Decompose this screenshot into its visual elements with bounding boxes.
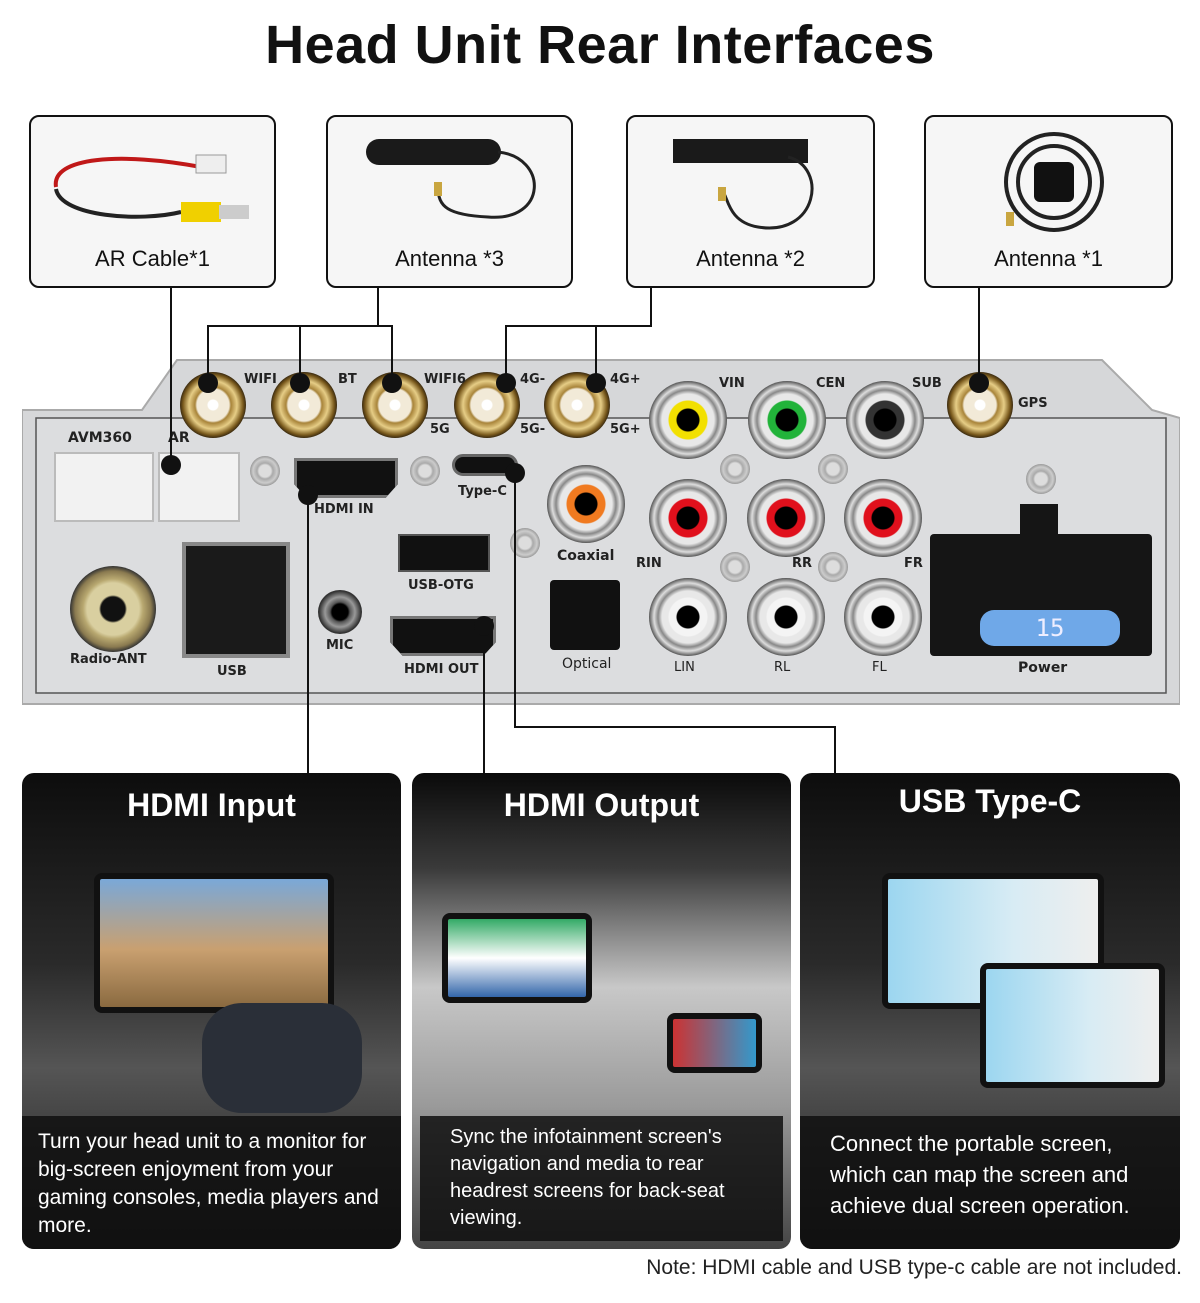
fr-label: FR — [904, 556, 923, 571]
usb-label: USB — [217, 664, 247, 679]
accessory-antenna-3: Antenna *3 — [326, 115, 573, 288]
gps-label: GPS — [1018, 396, 1048, 411]
accessory-antenna-1: Antenna *1 — [924, 115, 1173, 288]
rin-label: RIN — [636, 556, 662, 571]
4g-plus-port — [544, 372, 610, 438]
rl-port — [747, 578, 825, 656]
wifi6-label: WIFI6 — [424, 372, 466, 387]
screw-icon — [720, 454, 750, 484]
mic-port — [318, 590, 362, 634]
radio-antenna-port — [70, 566, 156, 652]
4g-plus-label: 4G+ — [610, 372, 641, 387]
card-hdmi-input: HDMI Input Turn your head unit to a moni… — [22, 773, 401, 1249]
type-c-label: Type-C — [458, 484, 507, 499]
gps-antenna-image — [1004, 132, 1104, 232]
hdmi-out-port — [390, 616, 496, 656]
page-title: Head Unit Rear Interfaces — [265, 15, 935, 75]
fr-port — [844, 479, 922, 557]
power-connector: 15 — [930, 504, 1152, 656]
wifi-label: WIFI — [244, 372, 277, 387]
mic-label: MIC — [326, 638, 354, 653]
usb-otg-port — [398, 534, 490, 572]
accessory-label: Antenna *3 — [395, 246, 504, 271]
avm360-label: AVM360 — [68, 430, 132, 446]
5g-minus-label: 5G- — [520, 422, 546, 437]
card-hdmi-output: HDMI Output Sync the infotainment screen… — [412, 773, 791, 1249]
accessory-label: Antenna *2 — [696, 246, 805, 271]
hdmi-in-label: HDMI IN — [314, 502, 374, 517]
lin-port — [649, 578, 727, 656]
card-description: Sync the infotainment screen's navigatio… — [420, 1116, 783, 1241]
rin-port — [649, 479, 727, 557]
rear-panel: WIFI BT WIFI6 4G- 4G+ GPS 5G 5G- 5G+ AVM… — [22, 358, 1180, 706]
ar-label: AR — [168, 430, 190, 446]
screw-icon — [720, 552, 750, 582]
card-title: USB Type-C — [898, 783, 1082, 819]
screw-icon — [510, 528, 540, 558]
optical-label: Optical — [562, 656, 612, 672]
screen-image — [94, 873, 334, 1013]
optical-port — [550, 580, 620, 650]
fl-label: FL — [872, 660, 887, 675]
gamepad-image — [202, 1003, 362, 1113]
fuse: 15 — [980, 610, 1120, 646]
head-unit-screen-image — [667, 1013, 762, 1073]
screw-icon — [818, 454, 848, 484]
footnote: Note: HDMI cable and USB type-c cable ar… — [646, 1256, 1182, 1279]
rl-label: RL — [774, 660, 791, 675]
antenna-image — [673, 139, 814, 230]
vin-port — [649, 381, 727, 459]
card-title: HDMI Input — [127, 787, 296, 823]
hdmi-out-label: HDMI OUT — [404, 662, 479, 677]
ar-connector — [158, 452, 240, 522]
sub-port — [846, 381, 924, 459]
screw-icon — [410, 456, 440, 486]
coaxial-port — [547, 465, 625, 543]
vin-label: VIN — [719, 376, 745, 391]
headrest-screen-image — [442, 913, 592, 1003]
rr-port — [747, 479, 825, 557]
usb-otg-label: USB-OTG — [408, 578, 474, 593]
wifi6-port — [362, 372, 428, 438]
lin-label: LIN — [674, 660, 695, 675]
fl-port — [844, 578, 922, 656]
portable-screen-image — [980, 963, 1165, 1088]
antenna-image — [366, 139, 536, 219]
usb-ports — [182, 542, 290, 658]
bt-label: BT — [338, 372, 357, 387]
accessory-label: Antenna *1 — [994, 246, 1103, 271]
coaxial-label: Coaxial — [557, 548, 615, 564]
hdmi-in-port — [294, 458, 398, 498]
accessory-label: AR Cable*1 — [95, 246, 210, 271]
screw-icon — [818, 552, 848, 582]
5g-label: 5G — [430, 422, 450, 437]
bt-port — [271, 372, 337, 438]
card-description: Turn your head unit to a monitor for big… — [22, 1116, 401, 1249]
card-title: HDMI Output — [503, 787, 700, 823]
ar-cable-image — [53, 154, 249, 222]
gps-port — [947, 372, 1013, 438]
4g-minus-label: 4G- — [520, 372, 546, 387]
cen-port — [748, 381, 826, 459]
card-description: Connect the portable screen, which can m… — [800, 1116, 1180, 1249]
accessory-ar-cable: AR Cable*1 — [29, 115, 276, 288]
cen-label: CEN — [816, 376, 846, 391]
accessory-antenna-2: Antenna *2 — [626, 115, 875, 288]
5g-plus-label: 5G+ — [610, 422, 641, 437]
avm360-connector — [54, 452, 154, 522]
rr-label: RR — [792, 556, 813, 571]
screw-icon — [1026, 464, 1056, 494]
screw-icon — [250, 456, 280, 486]
sub-label: SUB — [912, 376, 942, 391]
power-label: Power — [1018, 660, 1068, 676]
type-c-port — [452, 454, 518, 476]
card-usb-type-c: USB Type-C Connect the portable screen, … — [800, 773, 1180, 1249]
radio-ant-label: Radio-ANT — [70, 652, 147, 667]
wifi-port — [180, 372, 246, 438]
